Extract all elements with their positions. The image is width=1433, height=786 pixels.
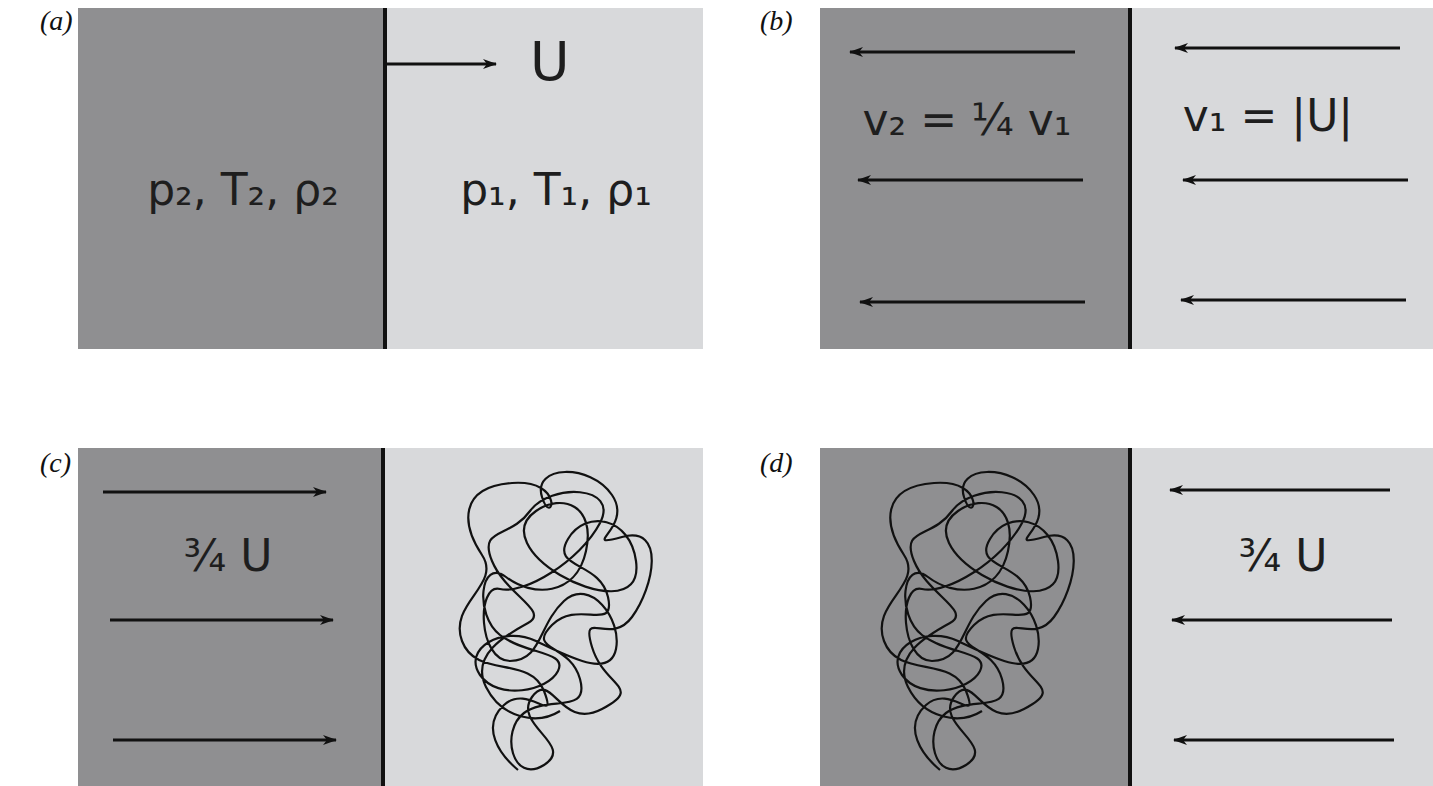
flow-arrow [110, 619, 333, 622]
light-region [1130, 448, 1433, 786]
flow-arrow [860, 301, 1085, 304]
light-region [1130, 8, 1433, 349]
flow-arrow [1175, 47, 1400, 50]
shock-front [381, 448, 385, 786]
flow-arrow [1172, 619, 1392, 622]
light-region [385, 8, 703, 349]
flow-arrow [1174, 739, 1394, 742]
state-label: v₂ = ¼ v₁ [863, 95, 1072, 146]
flow-region: ¾ U [1130, 448, 1433, 786]
dark-region [820, 8, 1130, 349]
state-label: p₂, T₂, ρ₂ [147, 165, 339, 216]
state-label: ¾ U [184, 531, 273, 582]
dark-region [820, 448, 1130, 786]
panel-label: (c) [40, 448, 71, 479]
thermal-motion [882, 472, 1074, 770]
flow-arrow [1181, 299, 1406, 302]
panel-label: (d) [760, 448, 793, 479]
flow-region: p₂, T₂, ρ₂ [78, 8, 385, 349]
flow-arrow [850, 51, 1075, 54]
dark-region [78, 448, 383, 786]
panel-label: (b) [760, 6, 793, 37]
thermal-motion [460, 472, 652, 770]
shock-front [383, 8, 387, 349]
flow-arrow [1183, 179, 1408, 182]
flow-region: v₂ = ¼ v₁ [820, 8, 1130, 349]
flow-arrow [103, 491, 326, 494]
light-region [383, 448, 703, 786]
velocity-label: U [530, 32, 570, 91]
state-label: p₁, T₁, ρ₁ [460, 165, 652, 216]
flow-arrow [113, 739, 336, 742]
flow-arrow [858, 179, 1083, 182]
dark-region [78, 8, 385, 349]
flow-region: ¾ U [78, 448, 383, 786]
velocity-arrow [387, 63, 496, 66]
panel-label: (a) [40, 6, 73, 37]
state-label: ¾ U [1239, 531, 1328, 582]
state-label: v₁ = |U| [1183, 91, 1353, 142]
shock-front [1128, 8, 1132, 349]
flow-arrow [1170, 489, 1390, 492]
flow-region: v₁ = |U| [1130, 8, 1433, 349]
shock-front [1128, 448, 1132, 786]
